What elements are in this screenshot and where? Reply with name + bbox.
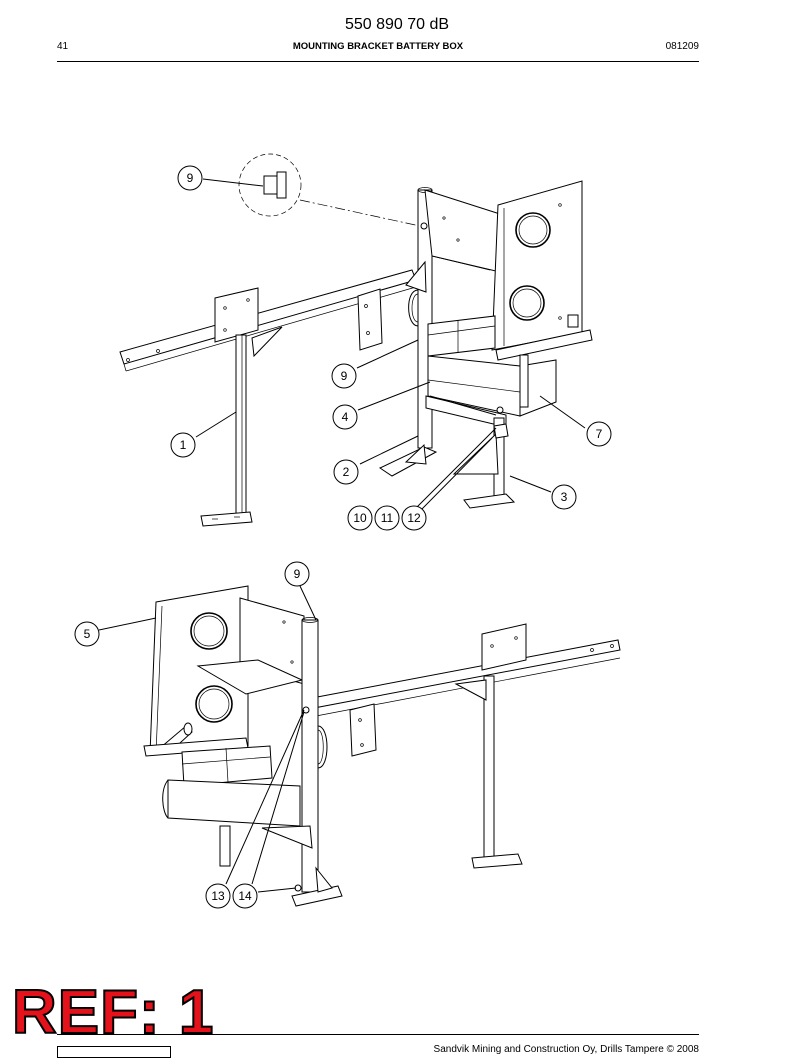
svg-text:9: 9 [294, 567, 301, 581]
date-code: 081209 [665, 41, 699, 52]
callout-14: 14 [232, 883, 258, 909]
svg-text:7: 7 [596, 427, 603, 441]
header-rule [57, 61, 699, 62]
svg-text:3: 3 [561, 490, 568, 504]
callout-12: 12 [401, 505, 427, 531]
top-leader-lines [195, 178, 586, 511]
callout-9: 9 [331, 363, 357, 389]
bottom-assembly-drawing [143, 585, 621, 907]
document-number: 550 890 70 dB [344, 16, 450, 33]
callout-13: 13 [205, 883, 231, 909]
callout-9-bottom: 9 [284, 561, 310, 587]
svg-text:1: 1 [180, 438, 187, 452]
callout-9-detail: 9 [177, 165, 203, 191]
copyright-text: Sandvik Mining and Construction Oy, Dril… [433, 1044, 699, 1055]
callout-3: 3 [551, 484, 577, 510]
svg-text:12: 12 [407, 511, 421, 525]
page-title: MOUNTING BRACKET BATTERY BOX [292, 41, 464, 52]
ref-stamp: REF: 1 [11, 978, 215, 1047]
svg-text:14: 14 [238, 889, 252, 903]
page-number: 41 [57, 41, 69, 52]
callout-4: 4 [332, 404, 358, 430]
top-assembly-drawing [119, 153, 593, 527]
svg-text:4: 4 [342, 410, 349, 424]
page-header: 41 MOUNTING BRACKET BATTERY BOX 081209 [57, 41, 699, 55]
callout-7: 7 [586, 421, 612, 447]
callout-1: 1 [170, 432, 196, 458]
svg-text:13: 13 [211, 889, 225, 903]
callout-2: 2 [333, 459, 359, 485]
svg-text:2: 2 [343, 465, 350, 479]
svg-text:9: 9 [187, 171, 194, 185]
callout-5: 5 [74, 621, 100, 647]
svg-text:11: 11 [381, 511, 394, 525]
bottom-callouts: 9 5 13 14 [74, 561, 310, 909]
svg-text:5: 5 [84, 627, 91, 641]
company-logo [57, 1046, 171, 1058]
svg-text:10: 10 [353, 511, 367, 525]
footer-rule [57, 1034, 699, 1035]
callout-11: 11 [374, 505, 400, 531]
bottom-leader-lines [98, 585, 317, 893]
svg-text:9: 9 [341, 369, 348, 383]
callout-10: 10 [347, 505, 373, 531]
top-callouts: 9 9 4 1 2 7 3 10 11 12 [170, 165, 612, 531]
